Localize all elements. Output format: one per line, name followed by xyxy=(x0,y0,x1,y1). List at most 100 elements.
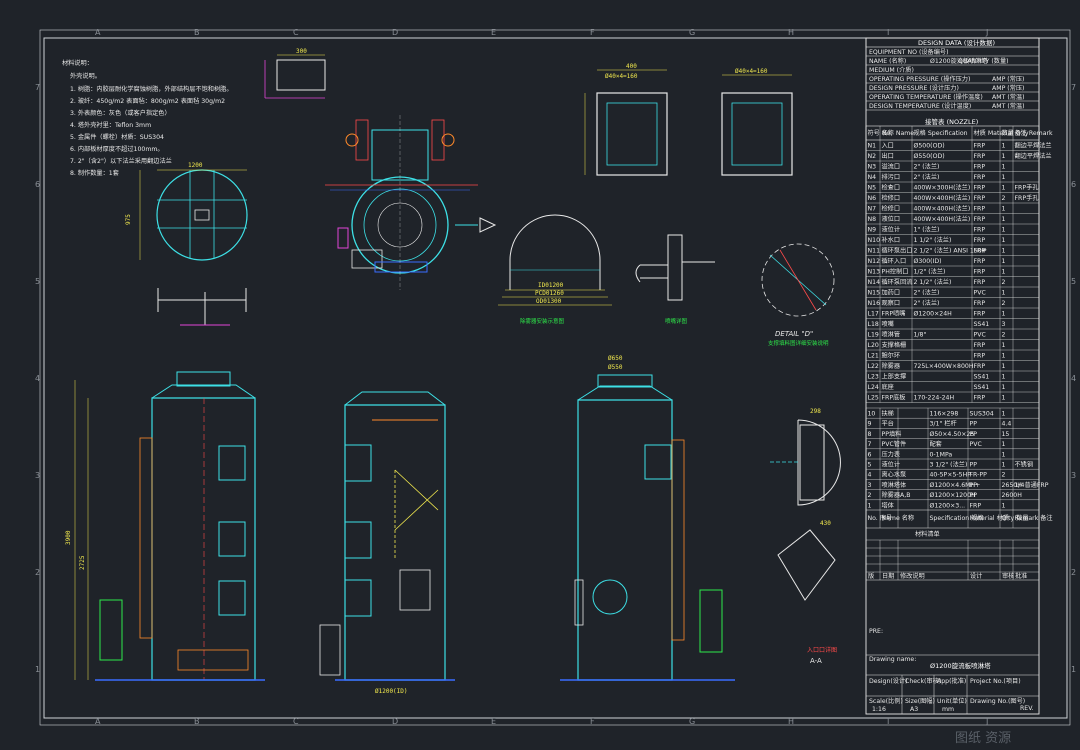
parts-cell: SUS304 xyxy=(970,411,994,418)
parts-cell: 6 xyxy=(868,451,872,458)
nozzle-cell: L24 xyxy=(868,384,879,391)
revision-header-cell: 日期 xyxy=(882,572,894,580)
parts-cell: Ø1200×3... xyxy=(930,501,966,509)
parts-cell: 1 xyxy=(1002,451,1006,458)
notes-line: 2. 玻纤：450g/m2 表面毡：800g/m2 表面毡 30g/m2 xyxy=(70,97,225,105)
detail-d-caption: 支撑填料图详细安装说明 xyxy=(768,339,829,347)
nozzle-cell: Ø1200×24H xyxy=(914,310,953,318)
nozzle-cell: 入口 xyxy=(882,143,894,150)
nozzle-cell: FRP手孔 xyxy=(1015,194,1039,202)
material-notes: 材料说明： 外壳说明。 1. 树脂：内胶层耐化学腐蚀树脂，外部结构层不饱和树脂。… xyxy=(62,59,233,177)
outer-frame xyxy=(39,29,1071,726)
parts-cell: 平台 xyxy=(882,420,894,428)
nozzle-cell: SS41 xyxy=(974,374,990,381)
nozzle-cell: 2" (法兰) xyxy=(914,163,940,171)
nozzle-cell: N1 xyxy=(868,143,877,150)
nozzle-cell: 上部支撑 xyxy=(882,373,907,381)
nozzle-cell: N6 xyxy=(868,195,877,202)
nozzle-cell: FRP xyxy=(974,248,986,255)
parts-cell: 5 xyxy=(868,462,872,469)
nozzle-cell: 加药口 xyxy=(882,289,901,297)
aa-title: 入口口详图 xyxy=(807,646,837,654)
nozzle-cell: SS41 xyxy=(974,321,990,328)
nozzle-cell: 喷嘴 xyxy=(882,320,894,328)
parts-cell: 1 xyxy=(1002,411,1006,418)
grid-col-label: H xyxy=(788,717,794,726)
nozzle-cell: 2 xyxy=(1002,195,1006,202)
design-data-label: OPERATING PRESSURE (操作压力) xyxy=(869,75,970,83)
design-data-label: MEDIUM (介质) xyxy=(869,66,914,74)
nozzle-cell: N14 xyxy=(868,279,881,286)
grid-col-label: D xyxy=(392,717,398,726)
notes-line: 7. 2"（含2"）以下法兰采用翻边法兰 xyxy=(70,157,172,165)
parts-cell: 压力表 xyxy=(882,450,901,458)
nozzle-header-cell: 名称 Name xyxy=(882,129,915,137)
demister-od-dim: OD01300 xyxy=(536,298,562,305)
nozzle-cell: 支撑格栅 xyxy=(882,341,907,349)
nozzle-cell: 喷淋管 xyxy=(882,331,901,339)
parts-cell: 1 xyxy=(868,502,872,509)
nozzle-cell: 循环入口 xyxy=(882,257,907,265)
grid-col-label: C xyxy=(293,717,299,726)
nozzle-cell: 1 xyxy=(1002,185,1006,192)
nozzle-cell: FRP xyxy=(974,363,986,370)
nozzle-cell: 补水口 xyxy=(882,236,901,244)
nozzle-cell: 1 xyxy=(1002,164,1006,171)
nozzle-cell: FRP喷嘴 xyxy=(882,310,906,318)
parts-cell: 10 xyxy=(868,411,876,418)
rev-label: REV. xyxy=(1020,705,1034,712)
unit-value: mm xyxy=(942,706,954,713)
nozzle-cell: N10 xyxy=(868,237,881,244)
notes-line: 1. 树脂：内胶层耐化学腐蚀树脂，外部结构层不饱和树脂。 xyxy=(70,85,233,93)
aa-label: A-A xyxy=(810,657,822,665)
nozzle-cell: Ø550(OD) xyxy=(914,152,945,160)
side-elevation-view: Ø1200(ID) xyxy=(319,391,455,695)
nozzle-cell: 1 1/2" (法兰) xyxy=(914,236,952,244)
grid-col-label: H xyxy=(788,28,794,37)
scale-label: Scale(比例) xyxy=(869,697,903,705)
parts-footer-cell: Name 名称 xyxy=(882,514,915,522)
nozzle-cell: FRP xyxy=(974,216,986,223)
parts-cell: Ø1200×4.6MH+ xyxy=(930,481,981,489)
nozzle-cell: FRP xyxy=(974,227,986,234)
nozzle-cell: 2" (法兰) xyxy=(914,173,940,181)
nozzle-cell: FRP xyxy=(974,143,986,150)
nozzle-cell: 1 xyxy=(1002,363,1006,370)
nozzle-cell: 1 xyxy=(1002,216,1006,223)
grid-col-label: J xyxy=(985,717,988,726)
notes-line: 4. 塔外壳衬里：Teflon 3mm xyxy=(70,121,151,129)
top-od-dim: Ø650 xyxy=(608,355,623,362)
nozzle-cell: 1 xyxy=(1002,311,1006,318)
nozzle-cell: 1 xyxy=(1002,237,1006,244)
parts-cell: 塔体 xyxy=(882,501,895,509)
frp-bracket-detail xyxy=(157,288,247,326)
parts-cell: 1 xyxy=(1002,502,1006,509)
parts-cell: 1/4普通FRP xyxy=(1015,481,1049,489)
project-label: Project No.(项目) xyxy=(970,678,1021,685)
nozzle-header-cell: 规格 Specification xyxy=(914,129,968,137)
nozzle-cell: 2 1/2" (法兰) xyxy=(914,278,952,286)
design-data-value: AMT (常温) xyxy=(992,102,1025,110)
grid-col-label: G xyxy=(689,717,695,726)
parts-cell: 1 xyxy=(1002,441,1006,448)
parts-cell: Ø50×4.50×25 xyxy=(930,430,975,438)
nozzle-cell: FRP xyxy=(974,258,986,265)
grid-row-label: 2 xyxy=(35,568,40,577)
tower-plan-nozzle-view xyxy=(325,115,497,290)
nozzle-cell: N3 xyxy=(868,164,877,171)
nozzle-cell: FRP xyxy=(974,206,986,213)
unit-label: Unit(单位) xyxy=(937,697,967,705)
parts-footer-cell: Q'ty 数量 xyxy=(1002,514,1029,522)
nozzle-cell: FRP xyxy=(974,185,986,192)
detail-d-title: DETAIL "D" xyxy=(775,330,813,338)
nozzle-cell: 170-224-24H xyxy=(914,395,955,402)
nozzle-cell: 400W×400H(法兰) xyxy=(914,205,971,213)
grid-col-label: E xyxy=(491,717,496,726)
revision-header-cell: 版 xyxy=(868,572,874,580)
parts-table-caption: 材料清单 xyxy=(915,530,940,538)
grid-row-label: 7 xyxy=(1071,83,1076,92)
parts-cell: 15 xyxy=(1002,431,1010,438)
